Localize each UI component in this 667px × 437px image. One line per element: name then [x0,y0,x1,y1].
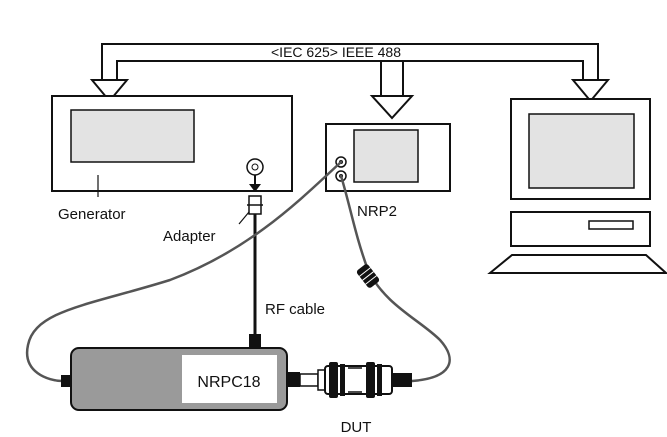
sensor-cables [25,160,451,383]
bus-center-drop [380,61,404,96]
bus-arrowheads [89,79,611,120]
computer [487,98,667,274]
computer-screen [528,113,635,189]
bus-label-bg [246,48,426,58]
cable-nrp2-to-sensor [25,160,343,383]
generator-label: Generator [58,206,126,223]
dut-output-connector [392,373,412,387]
bus-label: <IEC 625> IEEE 488 [271,44,401,60]
cable-nrp2-to-dut [339,174,451,383]
dut [299,362,412,398]
arrow-to-nrp2 [369,95,415,120]
arrow-to-generator [89,79,130,103]
computer-drive-slot [588,220,634,230]
bus-outer-line [101,43,599,80]
cable-inline-connector [356,264,380,288]
rf-cable-label: RF cable [265,301,325,318]
adapter [238,175,263,225]
arrow-to-computer [570,79,611,103]
adapter-label: Adapter [163,228,216,245]
adapter-label-pointer [238,211,250,225]
nrp2-label: NRP2 [357,203,397,220]
dut-label: DUT [341,419,372,436]
dut-input-adapter [299,373,319,387]
nrp2-screen [353,129,419,183]
sensor-label-plate [182,355,277,403]
generator-screen [70,109,195,163]
bus-inner-line [116,60,584,80]
computer-keyboard [487,254,667,274]
nrp2 [325,123,451,192]
sensor-label: NRPC18 [197,374,260,391]
iec-bus [101,43,599,96]
nrpc18-sensor [61,347,300,411]
sensor-rf-connector [287,372,300,387]
rf-cable-connector [249,334,261,348]
